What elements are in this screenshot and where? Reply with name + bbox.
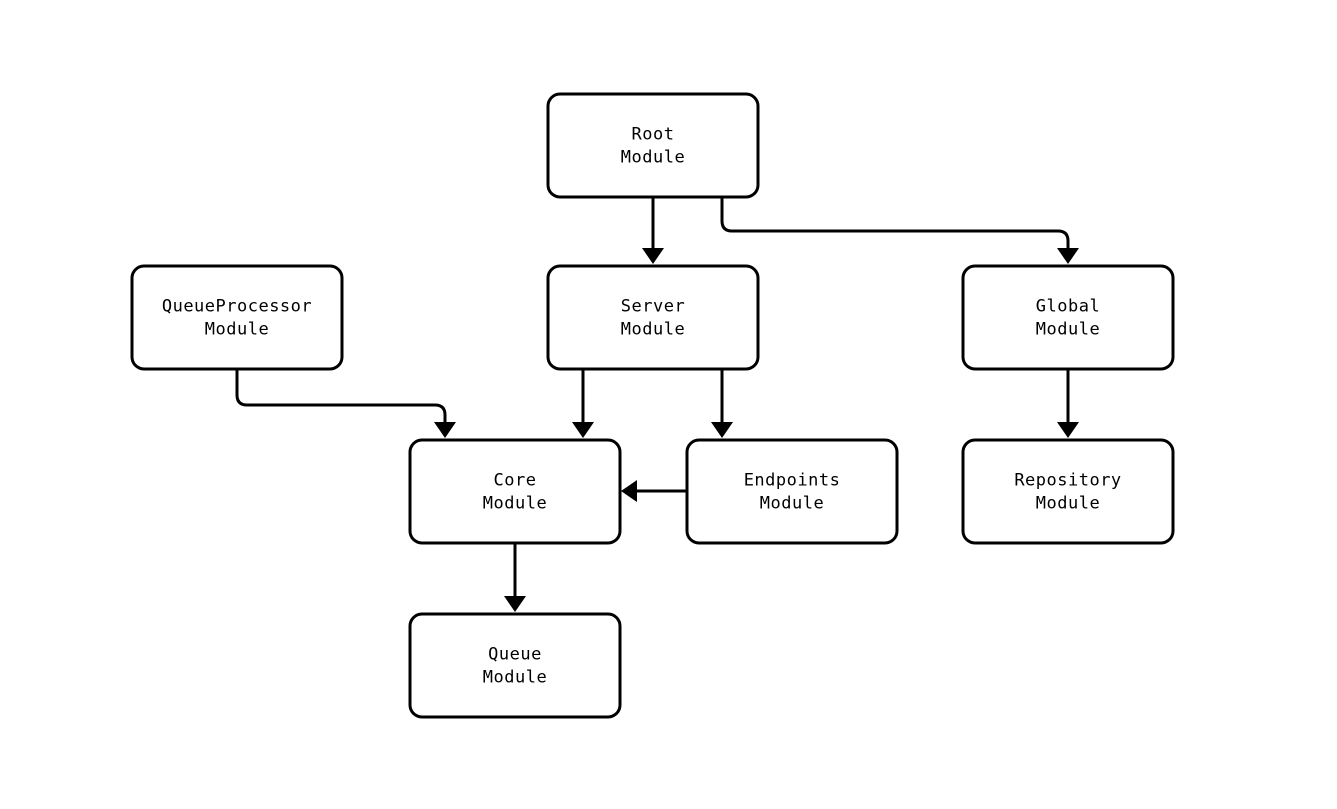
node-label-line2: Module <box>483 494 547 514</box>
edge-queueprocessor-to-core <box>235 369 456 438</box>
arrow-head-icon <box>434 422 456 438</box>
arrow-head-icon <box>621 480 637 502</box>
arrow-head-icon <box>1057 422 1079 438</box>
node-box-queue[interactable] <box>408 612 622 719</box>
arrow-head-icon <box>504 596 526 612</box>
node-label-line1: Queue <box>488 645 542 665</box>
node-box-root[interactable] <box>546 92 760 199</box>
node-label-line2: Module <box>760 494 824 514</box>
node-box-repository[interactable] <box>961 438 1175 545</box>
node-label-line1: QueueProcessor <box>162 297 312 317</box>
edge-server-to-core <box>572 369 594 438</box>
arrow-head-icon <box>572 422 594 438</box>
node-box-core[interactable] <box>408 438 622 545</box>
node-label-line2: Module <box>1036 320 1100 340</box>
node-label-line1: Core <box>494 471 537 491</box>
arrow-head-icon <box>1057 248 1079 264</box>
node-label-line2: Module <box>621 320 685 340</box>
edge-endpoints-to-core <box>621 480 687 502</box>
node-label-line1: Global <box>1036 297 1100 317</box>
edge-line <box>720 197 1070 252</box>
node-box-global[interactable] <box>961 264 1175 371</box>
node-box-queueprocessor[interactable] <box>130 264 344 371</box>
edge-line <box>235 369 447 426</box>
node-label-line1: Server <box>621 297 685 317</box>
edge-root-to-global <box>720 197 1079 264</box>
edge-core-to-queue <box>504 543 526 612</box>
node-label-line1: Endpoints <box>744 471 841 491</box>
node-label-line2: Module <box>1036 494 1100 514</box>
node-label-line2: Module <box>205 320 269 340</box>
node-box-server[interactable] <box>546 264 760 371</box>
edges-layer <box>235 197 1079 612</box>
edge-global-to-repository <box>1057 369 1079 438</box>
node-label-line1: Root <box>632 125 675 145</box>
arrow-head-icon <box>711 422 733 438</box>
node-label-line1: Repository <box>1014 471 1121 491</box>
arrow-head-icon <box>642 248 664 264</box>
edge-server-to-endpoints <box>711 369 733 438</box>
edge-root-to-server <box>642 197 664 264</box>
node-label-line2: Module <box>621 148 685 168</box>
node-box-endpoints[interactable] <box>685 438 899 545</box>
node-label-line2: Module <box>483 668 547 688</box>
